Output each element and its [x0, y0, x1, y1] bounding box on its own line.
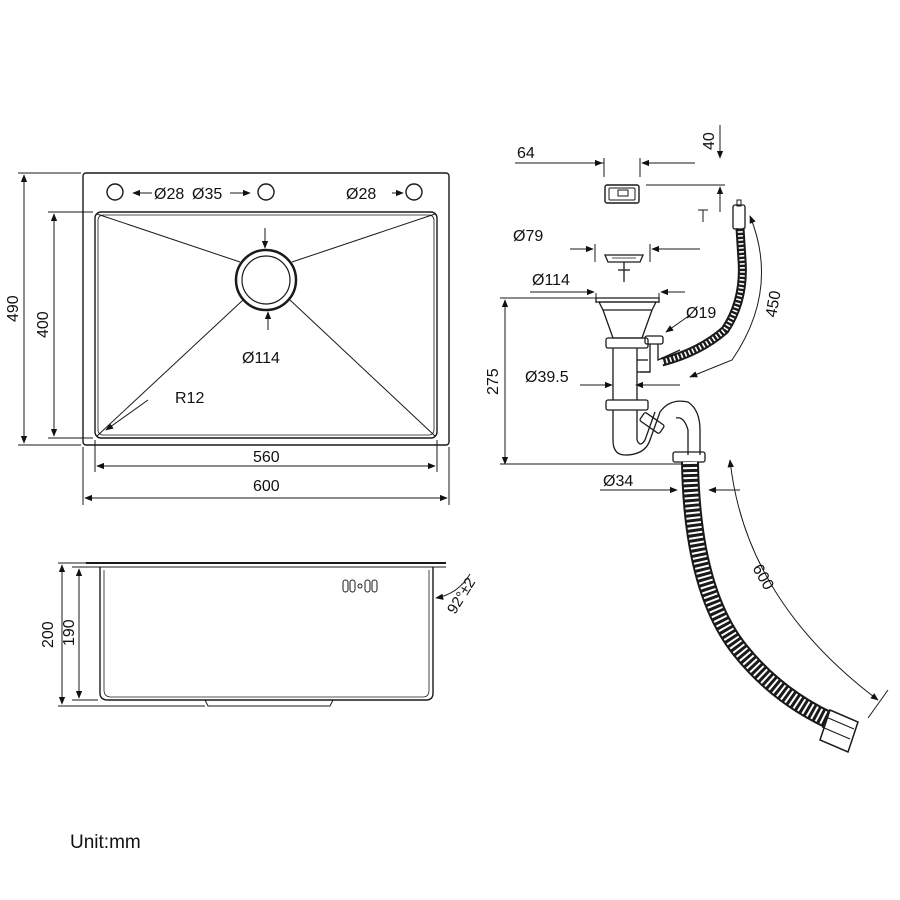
basket-diameter-label: Ø79 [513, 228, 543, 245]
overflow-slot-2 [349, 579, 356, 593]
drain-hole [234, 248, 298, 312]
hole-left-label: Ø28 [154, 186, 184, 203]
overflow-pipe-diameter-label: Ø19 [686, 305, 716, 322]
pipe-diameter-label: Ø39.5 [525, 369, 569, 386]
angle-label: 92°±2 [444, 575, 479, 617]
corner-radius-label: R12 [175, 390, 204, 407]
sink-bowl-outline [94, 211, 438, 439]
overflow-slot-4 [371, 579, 378, 593]
tap-hole-left [106, 183, 124, 201]
total-height-label: 200 [40, 621, 57, 648]
inner-height-label: 400 [35, 311, 52, 338]
overflow-width-label: 64 [517, 145, 535, 162]
side-view [86, 562, 446, 707]
outlet-hose [681, 461, 859, 754]
outer-height-label: 490 [5, 295, 22, 322]
drain-diameter-label: Ø114 [242, 350, 280, 367]
sink-outer-outline [82, 172, 450, 446]
bowl-depth-label: 190 [61, 619, 78, 646]
drain-height-label: 275 [485, 368, 502, 395]
unit-label: Unit:mm [70, 832, 141, 853]
hose-length-label: 600 [749, 562, 777, 594]
overflow-slot-1 [342, 579, 349, 593]
tap-hole-center [257, 183, 275, 201]
overflow-slot-3 [364, 579, 371, 593]
drain-assembly [595, 297, 706, 463]
hole-center-label: Ø35 [192, 186, 222, 203]
hole-right-label: Ø28 [346, 186, 376, 203]
top-view [82, 172, 450, 446]
flange-diameter-label: Ø114 [532, 272, 570, 289]
overflow-hose [660, 199, 747, 367]
outlet-diameter-label: Ø34 [603, 473, 633, 490]
overflow-height-label: 40 [701, 132, 718, 150]
inner-width-label: 560 [253, 449, 280, 466]
tap-hole-right [405, 183, 423, 201]
basket-strainer [604, 254, 644, 282]
outer-width-label: 600 [253, 478, 280, 495]
overflow-cover [604, 184, 640, 204]
overflow-hose-length-label: 450 [763, 289, 784, 318]
